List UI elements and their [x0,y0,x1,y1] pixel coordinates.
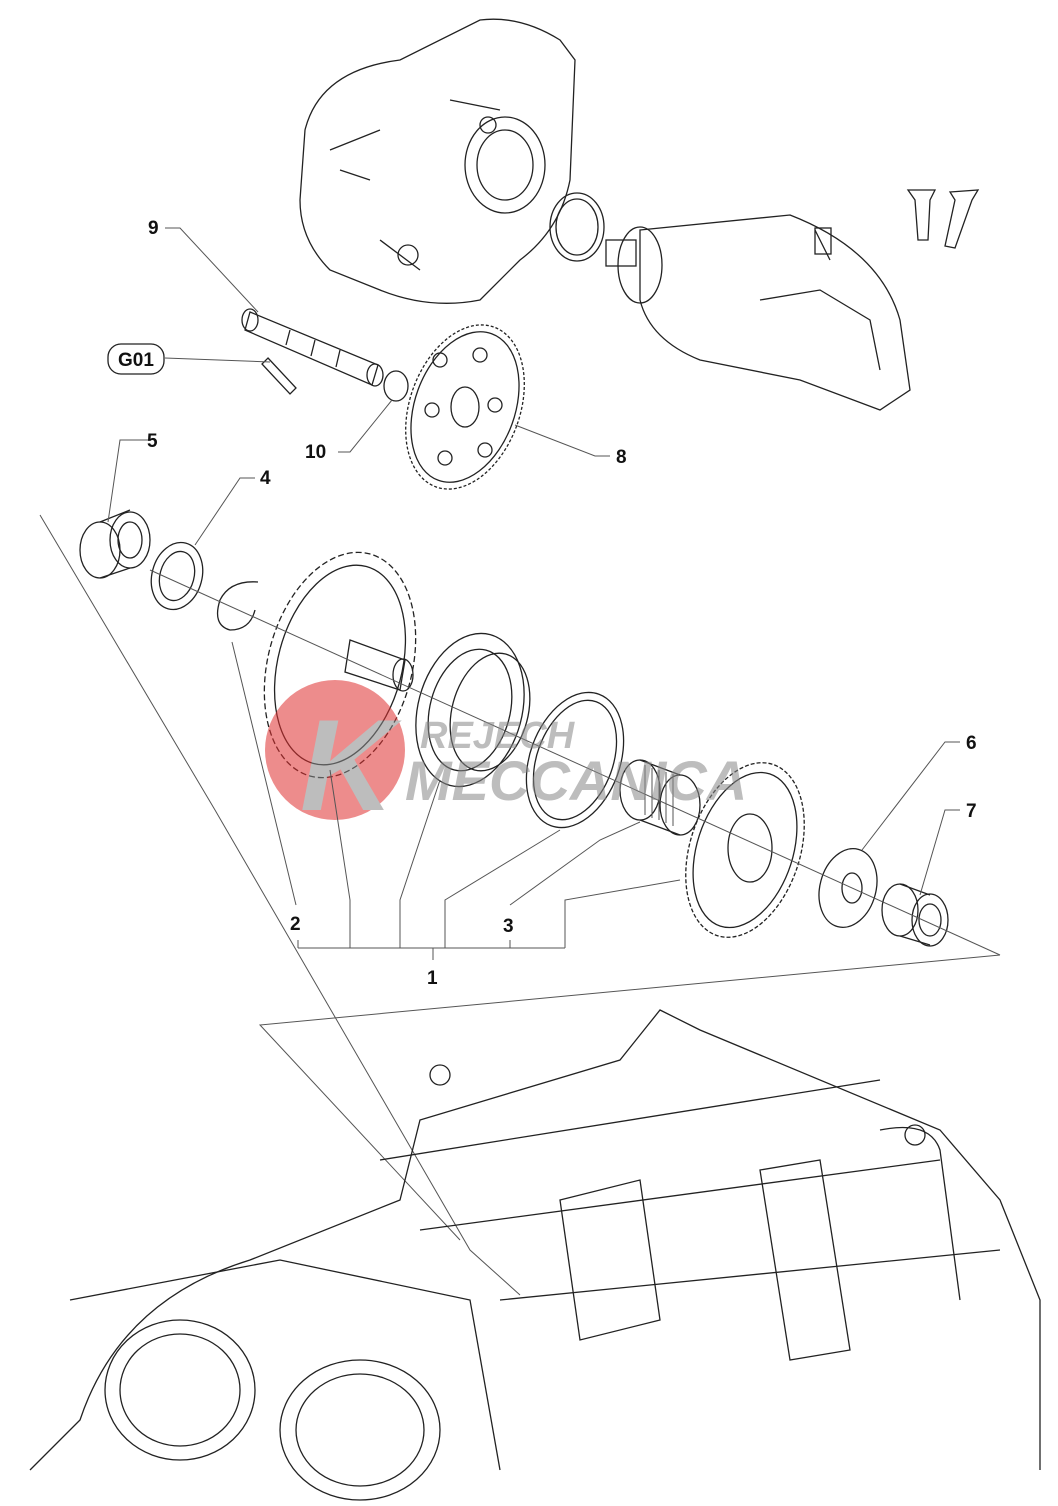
washer [383,370,409,402]
starter-cover [299,18,576,304]
needle-cage [619,759,701,836]
callout-6: 6 [966,733,977,754]
svg-text:REJECH: REJECH [420,715,576,757]
shaft [241,308,384,387]
callout-8: 8 [616,447,627,468]
thrust-washer [150,541,204,611]
callout-1: 1 [427,968,438,989]
o-ring [549,192,605,262]
screws [906,189,980,249]
callout-10: 10 [305,442,326,463]
crankcase [29,514,1041,1501]
starter-motor [605,214,911,411]
callout-labels: 9 G01 10 8 5 4 6 7 2 3 1 [107,218,977,989]
ring [525,691,625,829]
svg-text:K: K [300,692,402,838]
callout-9: 9 [148,218,159,239]
leader-lines [107,227,960,960]
g01-badge [107,343,165,375]
needle-bearing-7 [881,883,949,947]
callout-4: 4 [260,468,271,489]
callout-5: 5 [147,431,158,452]
callout-g01: G01 [118,350,154,371]
idler-gear [405,324,525,490]
freewheel [415,632,531,788]
needle-bearing-5 [79,509,151,579]
callout-2: 2 [290,914,301,935]
watermark-logo: K REJECH MECCANICA [265,680,747,838]
callout-7: 7 [966,801,977,822]
pin [261,357,297,395]
svg-text:MECCANICA: MECCANICA [405,749,747,812]
intermediate-gear [685,762,805,938]
washer-6 [818,848,878,928]
circlip [216,581,259,631]
callout-3: 3 [503,916,514,937]
